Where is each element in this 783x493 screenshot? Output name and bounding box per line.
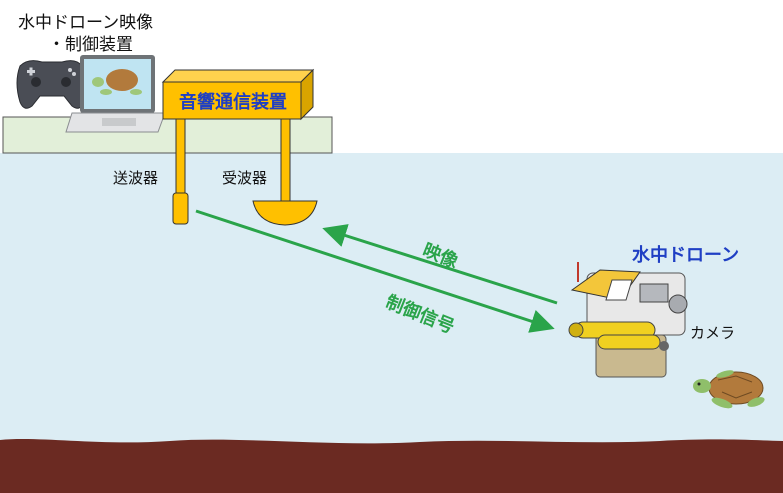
sea-turtle-icon — [693, 370, 765, 409]
platform — [2, 116, 333, 154]
video-arrow — [322, 224, 558, 305]
receiver-label: 受波器 — [222, 169, 268, 187]
control-arrow — [195, 209, 555, 333]
transmitter-label: 送波器 — [113, 169, 159, 187]
laptop-icon — [65, 55, 166, 133]
underwater-drone-icon — [568, 262, 688, 378]
acoustic-device-box — [161, 68, 315, 121]
acoustic-device-label: 音響通信装置 — [179, 92, 287, 113]
game-controller-icon — [16, 60, 87, 109]
camera-label: カメラ — [690, 324, 736, 342]
receiver — [252, 118, 318, 226]
transmitter — [172, 118, 189, 225]
controller-title-line1: 水中ドローン映像 — [18, 13, 154, 33]
controller-title-line2: ・制御装置 — [48, 35, 133, 55]
drone-label: 水中ドローン — [632, 245, 740, 266]
seabed — [0, 439, 783, 493]
